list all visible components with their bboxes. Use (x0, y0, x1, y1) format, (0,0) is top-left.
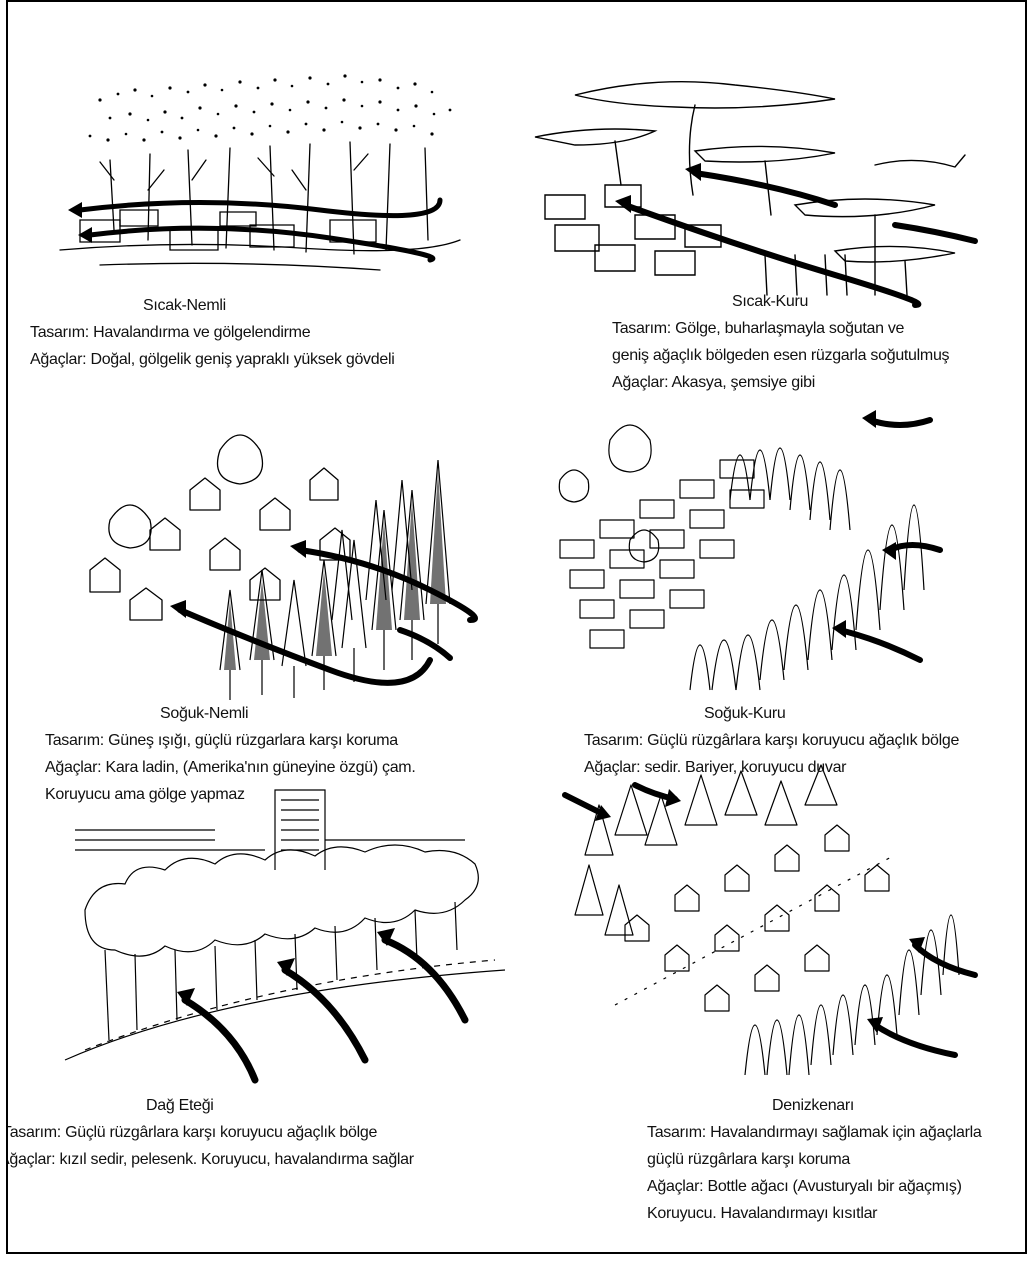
caption-line: Koruyucu ama gölge yapmaz (45, 781, 415, 808)
caption-line: Koruyucu. Havalandırmayı kısıtlar (647, 1200, 982, 1227)
caption-line: Ağaçlar: Akasya, şemsiye gibi (612, 369, 949, 396)
sketch-denizkenari (555, 775, 985, 1075)
caption-line: Ağaçlar: Kara ladin, (Amerika'nın güneyi… (45, 754, 415, 781)
caption-line: Tasarım: Havalandırma ve gölgelendirme (30, 319, 394, 346)
caption-dag-etegi: Dağ Eteği Tasarım: Güçlü rüzgârlara karş… (8, 1092, 478, 1173)
caption-line: Tasarım: Güneş ışığı, güçlü rüzgarlara k… (45, 727, 415, 754)
caption-title: Denizkenarı (647, 1092, 982, 1119)
caption-title: Dağ Eteği (8, 1092, 478, 1119)
caption-title: Sıcak-Kuru (612, 288, 949, 315)
caption-line: Tasarım: Güçlü rüzgârlara karşı koruyucu… (584, 727, 959, 754)
sketch-sicak-kuru (535, 55, 985, 305)
caption-sicak-kuru: Sıcak-Kuru Tasarım: Gölge, buharlaşmayla… (612, 288, 949, 396)
caption-sicak-nemli: Sıcak-Nemli Tasarım: Havalandırma ve göl… (30, 292, 394, 373)
caption-soguk-kuru: Soğuk-Kuru Tasarım: Güçlü rüzgârlara kar… (584, 700, 959, 781)
caption-line: Ağaçlar: Bottle ağacı (Avusturyalı bir a… (647, 1173, 982, 1200)
sketch-soguk-nemli (70, 420, 470, 700)
caption-line: Ağaçlar: sedir. Bariyer, koruyucu duvar (584, 754, 959, 781)
caption-soguk-nemli: Soğuk-Nemli Tasarım: Güneş ışığı, güçlü … (45, 700, 415, 808)
caption-line: Tasarım: Güçlü rüzgârlara karşı koruyucu… (8, 1119, 478, 1146)
caption-line: Tasarım: Gölge, buharlaşmayla soğutan ve (612, 315, 949, 342)
sketch-sicak-nemli (60, 70, 460, 280)
caption-line: Ağaçlar: kızıl sedir, pelesenk. Koruyucu… (8, 1146, 478, 1173)
caption-denizkenari: Denizkenarı Tasarım: Havalandırmayı sağl… (647, 1092, 982, 1227)
sketch-soguk-kuru (540, 400, 960, 700)
caption-title: Sıcak-Nemli (30, 292, 394, 319)
caption-line: Ağaçlar: Doğal, gölgelik geniş yapraklı … (30, 346, 394, 373)
caption-title: Soğuk-Kuru (584, 700, 959, 727)
caption-line: güçlü rüzgârlara karşı koruma (647, 1146, 982, 1173)
caption-title: Soğuk-Nemli (45, 700, 415, 727)
caption-line: Tasarım: Havalandırmayı sağlamak için ağ… (647, 1119, 982, 1146)
sketch-dag-etegi (65, 790, 505, 1080)
caption-line: geniş ağaçlık bölgeden esen rüzgarla soğ… (612, 342, 949, 369)
